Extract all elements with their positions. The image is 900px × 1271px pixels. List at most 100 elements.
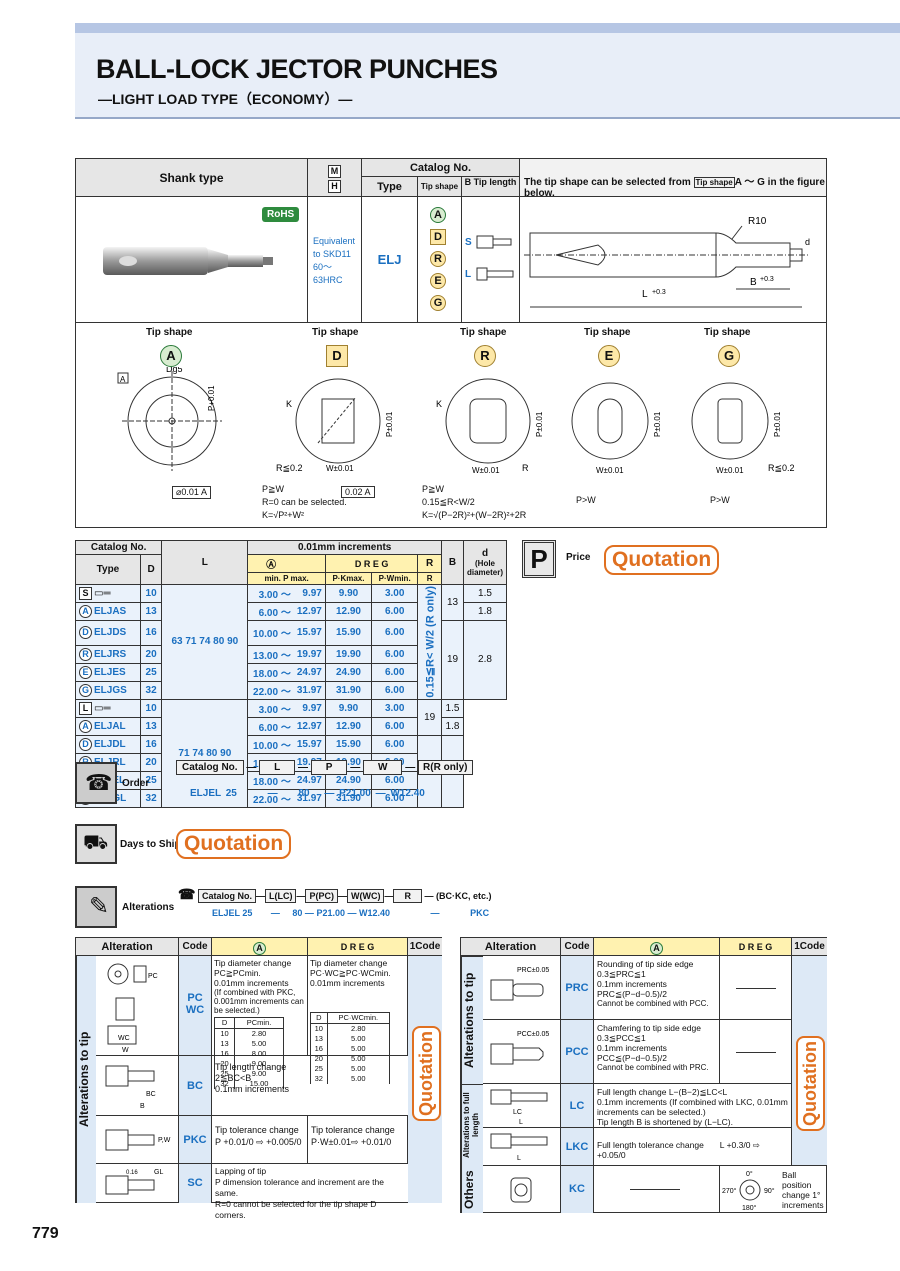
svg-text:L: L [517, 1155, 521, 1162]
pmin-cell: 10.00 ～ [247, 734, 294, 754]
pk-cell: 12.90 [324, 602, 373, 621]
d-cell: 32 [139, 788, 163, 808]
days-quotation: Quotation [176, 829, 292, 859]
col-b-tip-length: B Tip length [462, 177, 520, 197]
long-tip-icon [476, 267, 514, 281]
pw-cell: 3.00 [371, 584, 419, 603]
col-catalog: Catalog No. [362, 159, 520, 177]
pkc-drawing: P,W [96, 1116, 179, 1164]
order-example: ELJEL 25 — 80 — P21.00 — W12.40 [190, 788, 425, 799]
svg-text:W±0.01: W±0.01 [596, 466, 624, 475]
kc-drawing [483, 1166, 561, 1213]
truck-icon: ⛟ [75, 824, 117, 864]
pmax-cell: 31.97 [293, 680, 326, 700]
order-phone-icon: ☎ [75, 762, 117, 804]
tip-d-drawing: K P±0.01 R≦0.2 W±0.01 [276, 378, 394, 473]
svg-text:R10: R10 [748, 216, 767, 227]
col-shank-type: Shank type [76, 159, 308, 197]
pmin-cell: 13.00 ～ [247, 644, 294, 664]
tip-a-letter: A [160, 345, 182, 367]
tip-e-notes: P>W [576, 495, 596, 505]
tip-r-letter: R [474, 345, 496, 367]
svg-text:Dg5: Dg5 [166, 367, 183, 374]
shape-e-icon: E [430, 273, 446, 289]
svg-text:R≦0.2: R≦0.2 [276, 463, 303, 473]
tip-d-label: Tip shape [312, 327, 359, 338]
svg-text:R≦0.2: R≦0.2 [768, 463, 795, 473]
price-quotation: Quotation [604, 545, 720, 575]
d-cell: 10 [139, 584, 163, 603]
alt-left-h-code: Code [179, 938, 212, 956]
svg-text:d: d [805, 237, 810, 247]
alt-right-quotation: Quotation [796, 1036, 825, 1131]
tip-r-label: Tip shape [460, 327, 507, 338]
svg-text:K: K [436, 399, 442, 409]
d-cell: 13 [139, 716, 163, 736]
lkc-drawing: L [483, 1128, 561, 1166]
pmax-cell: 24.97 [293, 662, 326, 682]
pcc-dreg-dash [720, 1020, 792, 1084]
pk-cell: 12.90 [324, 716, 373, 736]
tip-g-drawing: P±0.01W±0.01 R≦0.2 [691, 382, 795, 475]
shape-d-icon: D [430, 229, 446, 245]
svg-text:PRC±0.05: PRC±0.05 [517, 967, 549, 974]
svg-text:WC: WC [118, 1035, 130, 1042]
header-band [75, 23, 900, 33]
svg-text:+0.3: +0.3 [652, 289, 666, 296]
pw-cell: 6.00 [371, 662, 419, 682]
alt-right-side-length: Alterations to full length [461, 1084, 483, 1166]
bc-code: BC [179, 1056, 212, 1116]
svg-text:LC: LC [513, 1109, 522, 1116]
alt-right-table: Alteration Code A D R E G 1Code Alterati… [460, 937, 827, 1213]
pmax-cell: 9.97 [293, 584, 326, 603]
alt-right-h-1code: 1Code [792, 938, 827, 956]
svg-text:B: B [140, 1103, 145, 1110]
alt-right-h-alt: Alteration [461, 938, 561, 956]
svg-text:270°: 270° [722, 1187, 737, 1195]
order-label: Order [122, 778, 150, 789]
material-cell: Equivalent to SKD11 60～63HRC [308, 197, 362, 323]
pw-cell: 6.00 [371, 788, 419, 808]
kc-text: Ball position change 1° increments [782, 1170, 824, 1210]
pk-cell: 15.90 [324, 734, 373, 754]
length-s: S [465, 237, 472, 248]
svg-text:W±0.01: W±0.01 [716, 466, 744, 475]
group-symbol: L▭═ [75, 698, 141, 718]
pk-cell: 19.90 [324, 644, 373, 664]
type-elj: ELJ [362, 197, 418, 323]
alt-left-side-label: Alterations to tip [76, 956, 96, 1203]
l-cell: 71 74 80 90 [161, 698, 249, 808]
shank-image-cell: RoHS [76, 197, 308, 323]
svg-text:W±0.01: W±0.01 [326, 464, 354, 473]
svg-text:P±0.01: P±0.01 [385, 411, 394, 437]
b-cell: 13 [441, 584, 464, 621]
b-cell: 19 [417, 698, 442, 736]
page-title: BALL-LOCK JECTOR PUNCHES [96, 54, 498, 84]
dd-cell: 2.8 [463, 620, 507, 700]
pkc-code: PKC [179, 1116, 212, 1164]
pmin-cell: 10.00 ～ [247, 620, 294, 646]
dd-cell: 1.5 [441, 698, 464, 718]
svg-text:A: A [120, 375, 126, 384]
price-icon: P [522, 540, 556, 578]
pk-cell: 15.90 [324, 620, 373, 646]
pmax-cell: 9.97 [293, 698, 326, 718]
d-cell: 13 [139, 602, 163, 621]
alt-left-h-a: A [212, 938, 308, 956]
alt-right-h-code: Code [561, 938, 594, 956]
alt-right-side-other: Others [461, 1166, 483, 1213]
punch-drawing: R10 d L +0.3 B +0.3 [520, 197, 826, 323]
